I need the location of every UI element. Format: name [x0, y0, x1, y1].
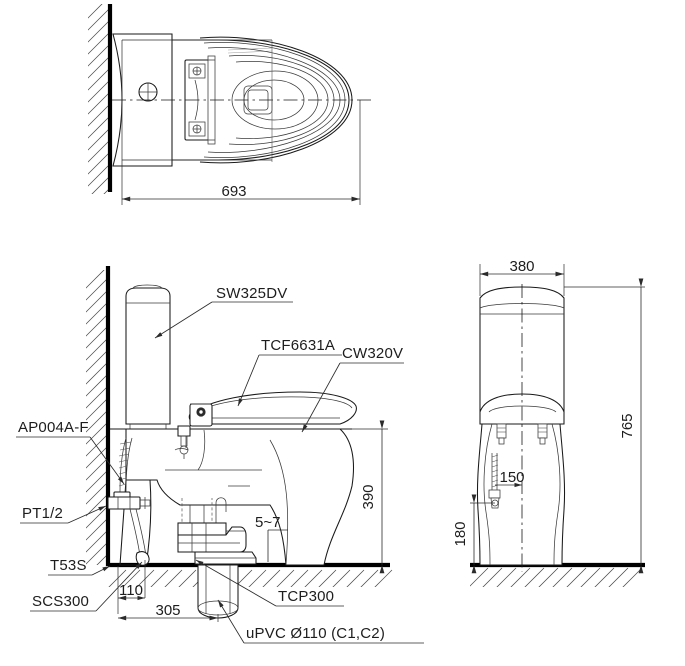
dimension-value-765: 765 [619, 413, 636, 438]
side-view-supply-assembly [107, 437, 151, 598]
front-view-mounting-bolts [496, 423, 548, 445]
front-view-dimension-765: 765 [564, 278, 645, 574]
front-view-dimension-380: 380 [479, 258, 565, 296]
callout-label-upvc: uPVC Ø110 (C1,C2) [246, 625, 385, 642]
dimension-value-380: 380 [509, 258, 534, 275]
side-view-washlet-seat [177, 391, 357, 459]
callout-label-scs300: SCS300 [32, 593, 89, 610]
front-view-dimension-150: 150 [495, 469, 525, 488]
callout-label-pt12: PT1/2 [22, 505, 63, 522]
dimension-value-693: 693 [221, 183, 246, 200]
side-view-seat-hinge [189, 403, 213, 427]
top-view: 693 [88, 4, 372, 205]
side-view: 5~7 390 110 305 SW325DV [16, 266, 424, 644]
callout-scs300: SCS300 [30, 561, 143, 612]
side-view-dimension-5-7: 5~7 [255, 514, 288, 562]
front-view: 380 765 150 180 [452, 258, 645, 587]
callout-label-ap004af: AP004A-F [18, 419, 89, 436]
side-view-wall [86, 266, 111, 566]
top-view-dimension-693: 693 [121, 183, 360, 202]
callout-pt12: PT1/2 [20, 505, 107, 524]
side-view-bowl [110, 428, 355, 566]
callout-upvc: uPVC Ø110 (C1,C2) [217, 599, 424, 644]
callout-t53s: T53S [48, 557, 111, 576]
callout-label-t53s: T53S [50, 557, 87, 574]
top-view-wall [88, 4, 113, 194]
dimension-value-390: 390 [360, 484, 377, 509]
side-view-callouts: SW325DV TCF6631A CW320V AP004A-F [16, 285, 424, 644]
callout-sw325dv: SW325DV [154, 285, 293, 339]
callout-ap004af: AP004A-F [16, 419, 125, 485]
side-view-dimension-390: 390 [352, 420, 388, 574]
callout-tcp300: TCP300 [195, 559, 344, 607]
callout-label-tcp300: TCP300 [278, 588, 334, 605]
dimension-value-5-7: 5~7 [255, 514, 280, 531]
dimension-value-305: 305 [155, 602, 180, 619]
dimension-value-150: 150 [499, 469, 524, 486]
front-view-pedestal [476, 423, 566, 566]
callout-cw320v: CW320V [301, 345, 404, 433]
side-view-dimension-110: 110 [117, 566, 146, 614]
front-view-cistern [479, 286, 565, 413]
dimension-value-180: 180 [452, 521, 469, 546]
side-view-dimension-305: 305 [117, 602, 219, 622]
side-view-cistern [125, 284, 171, 430]
callout-tcf6631a: TCF6631A [237, 337, 342, 407]
callout-label-sw325dv: SW325DV [216, 285, 287, 302]
top-view-extension-lines [121, 39, 361, 205]
dimension-value-110: 110 [119, 582, 143, 599]
callout-label-cw320v: CW320V [342, 345, 403, 362]
callout-label-tcf6631a: TCF6631A [261, 337, 335, 354]
front-view-dimension-180: 180 [452, 494, 495, 574]
